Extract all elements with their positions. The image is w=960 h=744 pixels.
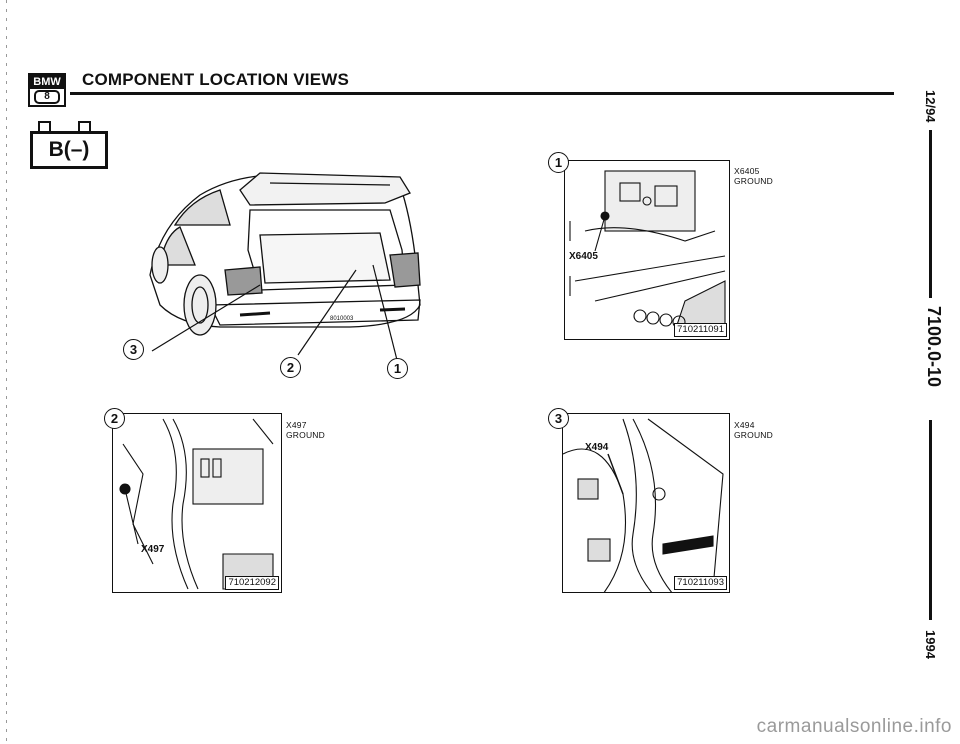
panel-3-code: 710211093	[674, 576, 727, 590]
logo-series-badge: 8	[30, 89, 64, 105]
panel-3-connector-label: X494	[585, 442, 609, 453]
panel-2-caption-type: GROUND	[286, 430, 325, 440]
panel-3-illustration	[563, 418, 724, 592]
title-rule	[70, 92, 894, 95]
section-badge: B(–)	[30, 131, 108, 169]
panel-2-connector-label: X497	[141, 544, 165, 555]
panel-2-caption-id: X497	[286, 420, 307, 430]
panel-3-callout: 3	[548, 408, 569, 429]
panel-1-code: 710211091	[674, 323, 727, 337]
panel-1-caption-id: X6405	[734, 166, 760, 176]
panel-1-illustration	[569, 170, 726, 332]
logo-label: BMW	[30, 75, 64, 89]
badge-tab-right	[78, 121, 91, 131]
logo-series: 8	[34, 90, 60, 104]
detail-panel-3: X494 710211093	[562, 413, 730, 593]
panel-1-caption-type: GROUND	[734, 176, 773, 186]
side-page-number: 7100.0-10	[924, 306, 944, 388]
bmw-8-logo: BMW 8	[28, 73, 66, 107]
panel-2-callout: 2	[104, 408, 125, 429]
panel-1-callout: 1	[548, 152, 569, 173]
car-rear-view-illustration: 8010003	[149, 172, 421, 361]
car-image-code: 8010003	[330, 316, 354, 322]
panel-2-code: 710212092	[225, 576, 279, 590]
detail-panel-2: X497 710212092	[112, 413, 282, 593]
detail-panel-1: X6405 710211091	[564, 160, 730, 340]
page-title: COMPONENT LOCATION VIEWS	[82, 70, 350, 89]
panel-3-caption-id: X494	[734, 420, 755, 430]
panel-3-caption-type: GROUND	[734, 430, 773, 440]
car-callout-1: 1	[387, 358, 408, 379]
car-callout-3: 3	[123, 339, 144, 360]
watermark: carmanualsonline.info	[756, 716, 952, 737]
side-date: 12/94	[923, 90, 938, 123]
page-edge-rule	[6, 0, 7, 744]
car-callout-2: 2	[280, 357, 301, 378]
side-rule-2	[929, 420, 932, 620]
panel-1-connector-label: X6405	[569, 251, 598, 262]
side-year: 1994	[923, 630, 938, 659]
badge-tab-left	[38, 121, 51, 131]
panel-2-illustration	[119, 418, 274, 590]
side-rule-1	[929, 130, 932, 298]
